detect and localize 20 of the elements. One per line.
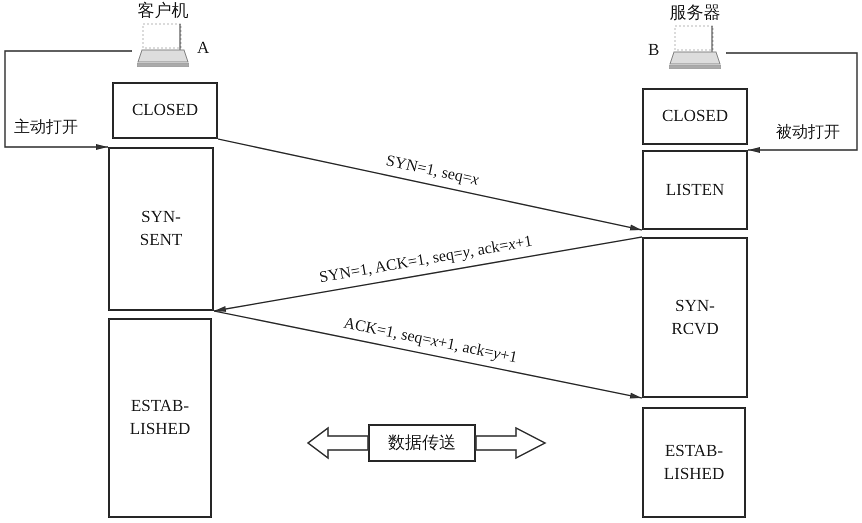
state-box: LISTEN <box>642 150 748 230</box>
state-box: CLOSED <box>112 82 218 139</box>
state-box: ESTAB- LISHED <box>642 407 746 518</box>
edge-label: 被动打开 <box>776 122 840 143</box>
state-box: SYN- SENT <box>108 147 214 311</box>
host-letter: B <box>648 40 660 60</box>
arrow <box>4 50 132 150</box>
data-transfer-box: 数据传送 <box>368 424 476 462</box>
state-box: SYN- RCVD <box>642 237 748 398</box>
arrow <box>214 310 642 399</box>
arrow <box>726 52 858 153</box>
edge-label: SYN=1, seq=x <box>384 152 481 190</box>
state-box: ESTAB- LISHED <box>108 318 212 518</box>
edge-label: 主动打开 <box>14 118 78 138</box>
host-label: 服务器 <box>670 2 720 24</box>
host-label: 客户机 <box>138 0 188 22</box>
state-box: CLOSED <box>642 88 748 145</box>
arrow <box>214 236 642 312</box>
host-letter: A <box>197 38 210 58</box>
arrow <box>218 138 642 231</box>
